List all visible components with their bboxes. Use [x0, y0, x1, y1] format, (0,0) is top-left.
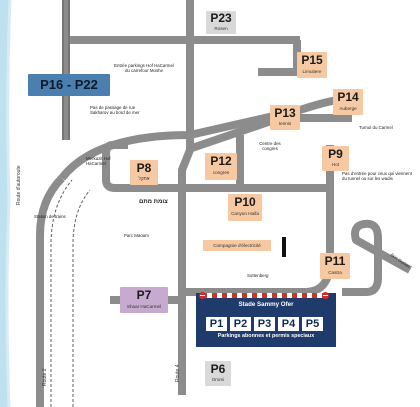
no-entry-icon-right [322, 291, 329, 299]
parking-p23-code: P23 [210, 11, 232, 25]
parking-p7-name: Shaar HaCarmel [126, 304, 162, 309]
parking-p14-name: Auberge [339, 106, 357, 111]
parking-p9[interactable]: P9 Hot [322, 146, 349, 171]
parking-p7-code: P7 [136, 288, 152, 302]
no-entry-icon-left [199, 291, 206, 299]
parking-p6-name: Oromi [211, 377, 225, 382]
stadium-slot-p3[interactable]: P3 [254, 317, 275, 331]
parking-p15-code: P15 [301, 53, 323, 67]
label-pas-entree: Pas d'entrée pour ceux qui viennent du t… [342, 171, 412, 181]
parking-p6-code: P6 [210, 362, 226, 376]
stadium-name: Stade Sammy Ofer [238, 301, 294, 308]
parking-p14[interactable]: P14 Auberge [333, 89, 363, 115]
parking-p8-code: P8 [136, 161, 152, 175]
stadium-slot-p1[interactable]: P1 [206, 317, 227, 331]
label-sottenberg: Sottenberg [247, 273, 269, 278]
road-route-4 [178, 0, 194, 395]
road-p15 [258, 40, 301, 76]
parking-p10-code: P10 [234, 195, 256, 209]
compagnie-electricite-label: Compagnie d'électricité [203, 240, 271, 251]
parking-p8-name: אתקל [138, 176, 150, 181]
label-merkazit: Merkazit Hof HaCarmel [86, 156, 111, 166]
label-station-trains: Station de trains [34, 214, 66, 219]
road-route-2 [36, 175, 65, 407]
parking-p7[interactable]: P7 Shaar HaCarmel [120, 287, 168, 313]
stadium-slot-p5[interactable]: P5 [302, 317, 323, 331]
stadium-block[interactable]: Stade Sammy Ofer P1 P2 P3 P4 P5 Parkings… [196, 293, 336, 347]
parking-p15[interactable]: P15 Limutiere [297, 52, 327, 78]
parking-p13-code: P13 [274, 106, 296, 120]
label-route-4: Route 4 [175, 364, 181, 382]
parking-p10-name: Canyon Haifa [231, 211, 259, 216]
label-route-autoroute: Route d'autoroute [16, 165, 22, 205]
building-marker [282, 237, 286, 257]
parking-p11-name: Castra [328, 270, 342, 275]
label-route-2: Route 2 [42, 368, 48, 386]
parking-p16-p22-code: P16 - P22 [40, 77, 98, 92]
parking-p23-name: Rosen [214, 26, 228, 31]
road-loop-west [102, 141, 182, 192]
label-parc-maoam: Parc Maoam [124, 233, 149, 238]
barrier-stripe [202, 293, 326, 298]
parking-p16-p22[interactable]: P16 - P22 [28, 74, 110, 96]
stadium-slot-p4[interactable]: P4 [278, 317, 299, 331]
stadium-slot-p2[interactable]: P2 [230, 317, 251, 331]
parking-p13[interactable]: P13 tennis [270, 105, 300, 130]
label-centre-congres: Centre des congres [259, 141, 281, 151]
parking-p12[interactable]: P12 congres [205, 153, 237, 180]
parking-p11-code: P11 [324, 254, 346, 268]
parking-p12-code: P12 [210, 154, 232, 168]
stadium-subtitle: Parkings abonnes et permis speciaux [217, 333, 315, 339]
label-turnul-carmel: Turnul du Carmel [359, 125, 393, 130]
parking-p15-name: Limutiere [302, 69, 322, 74]
parking-p10[interactable]: P10 Canyon Haifa [228, 194, 262, 221]
parking-p9-name: Hot [331, 162, 340, 167]
parking-p8[interactable]: P8 אתקל [130, 160, 158, 185]
parking-p13-name: tennis [278, 121, 292, 126]
parking-p12-name: congres [212, 170, 230, 175]
parking-p9-code: P9 [328, 147, 343, 161]
parking-p11[interactable]: P11 Castra [320, 253, 350, 279]
railway [50, 179, 73, 407]
road-ben-gurion [342, 219, 412, 296]
label-entree-parkings: Entrée parkings Hof HaCarmel du carrefou… [114, 63, 174, 73]
parking-p6[interactable]: P6 Oromi [205, 361, 231, 386]
parking-p23[interactable]: P23 Rosen [206, 11, 236, 34]
label-hebrew-junction: צומת מתם [139, 199, 168, 205]
label-pas-de-passage: Pas de passage de rue Sakharov au bord d… [90, 105, 140, 115]
parking-p14-code: P14 [337, 90, 359, 104]
